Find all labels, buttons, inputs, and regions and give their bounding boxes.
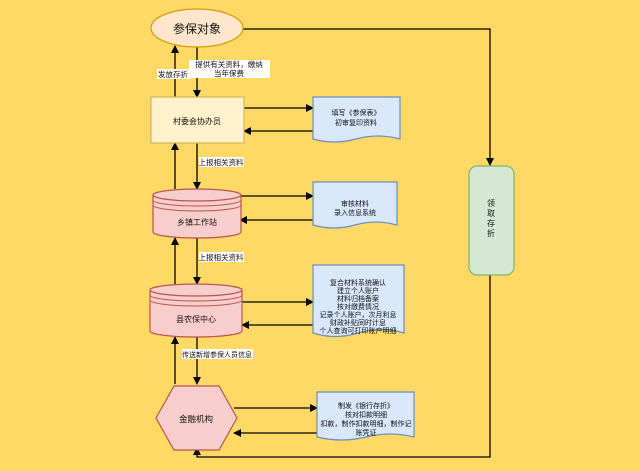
doc-3-shape [312, 264, 405, 338]
doc-1-line-1: 填写《参保表》 [332, 108, 381, 117]
doc-3-line-5: 记录个人账户，次月利息 [320, 310, 397, 319]
node-collect: 领取存折 [468, 165, 515, 276]
node-collect-label: 领取存折 [487, 198, 495, 238]
node-township-label: 乡镇工作站 [177, 217, 217, 227]
edge-label-provide-2: 当年保费 [214, 68, 244, 78]
doc-2-shape [312, 181, 398, 229]
edge-label-report-2: 上报相关资料 [199, 252, 244, 262]
node-bank-label: 金融机构 [179, 414, 213, 425]
node-collect-shape [468, 165, 515, 276]
edge-label-provide-1: 提供有关资料，缴纳 [195, 59, 263, 69]
connectors [171, 28, 494, 458]
edge-insured-to-collect [243, 28, 494, 166]
edge-label-report-1: 上报相关资料 [199, 157, 244, 167]
doc-4-line-4: 账凭证 [356, 428, 377, 437]
edge-labels: 提供有关资料，缴纳 当年保费 发放存折 上报相关资料 上报相关资料 传送新增参保… [157, 59, 270, 359]
doc-2-line-1: 审核材料 [341, 199, 369, 208]
node-village-shape [150, 96, 245, 144]
doc-4-line-2: 核对扣款明细 [345, 410, 387, 419]
edge-label-passbook: 发放存折 [158, 69, 188, 79]
node-insured-label: 参保对象 [173, 21, 221, 36]
doc-4-line-1: 制发《银行存折》 [338, 401, 394, 410]
doc-2-line-2: 录入信息系统 [334, 208, 376, 217]
doc-3-line-7: 个人查询可打印账户明细 [320, 326, 397, 335]
doc-1-line-2: 初审复印资料 [335, 118, 377, 127]
node-bank-shape [155, 385, 238, 451]
doc-3-line-6: 财政补贴同时计息 [330, 318, 386, 327]
doc-3-line-2: 建立个人账户 [337, 286, 379, 295]
node-township: 乡镇工作站 [152, 188, 242, 239]
node-county-label: 县农保中心 [176, 314, 216, 324]
doc-3-line-3: 材料归档备案 [337, 294, 379, 303]
node-bank: 金融机构 [155, 385, 238, 451]
doc-4-line-3: 扣款，制作扣款明细，制作记 [321, 419, 412, 428]
edge-collect-to-bank [193, 275, 491, 458]
node-village: 村委会协办员 [150, 96, 245, 144]
node-county: 县农保中心 [149, 283, 243, 338]
node-insured: 参保对象 [150, 8, 244, 48]
edge-label-transmit: 传送新增参保人员信息 [182, 350, 252, 359]
doc-3: 复合材料系统确认 建立个人账户 材料归档备案 核对缴费情况 记录个人账户，次月利… [312, 264, 405, 338]
node-county-shape [149, 283, 243, 338]
node-village-label: 村委会协办员 [173, 116, 221, 126]
doc-3-line-4: 核对缴费情况 [337, 302, 379, 311]
doc-1-shape [312, 96, 401, 143]
doc-2: 审核材料 录入信息系统 [312, 181, 398, 229]
doc-1: 填写《参保表》 初审复印资料 [312, 96, 401, 143]
doc-4: 制发《银行存折》 核对扣款明细 扣款，制作扣款明细，制作记 账凭证 [316, 391, 415, 441]
doc-4-shape [316, 391, 415, 441]
node-insured-shape [150, 8, 244, 48]
doc-3-line-1: 复合材料系统确认 [330, 278, 386, 287]
node-township-shape [152, 188, 242, 239]
